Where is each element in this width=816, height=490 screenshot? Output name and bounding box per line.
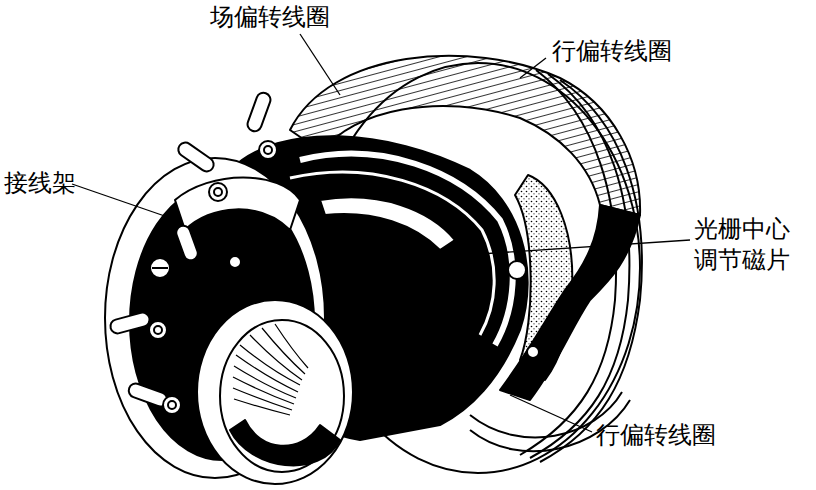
- winding-lines: [233, 324, 308, 415]
- part-label: 场偏转线圈: [210, 2, 330, 33]
- neck-opening: [197, 300, 353, 484]
- part-label: 光栅中心 调节磁片: [694, 214, 797, 276]
- magnet-pin: [527, 346, 539, 358]
- part-label: 行偏转线圈: [596, 420, 716, 451]
- leader-line: [72, 34, 690, 432]
- ring-band: [175, 178, 300, 231]
- part-label: 接线架: [4, 168, 76, 199]
- front-winding: [230, 420, 340, 465]
- part-label: 行偏转线圈: [552, 36, 672, 67]
- core-band-highlight: [320, 197, 455, 250]
- magnet-pin: [508, 261, 526, 279]
- neck-opening: [220, 320, 344, 472]
